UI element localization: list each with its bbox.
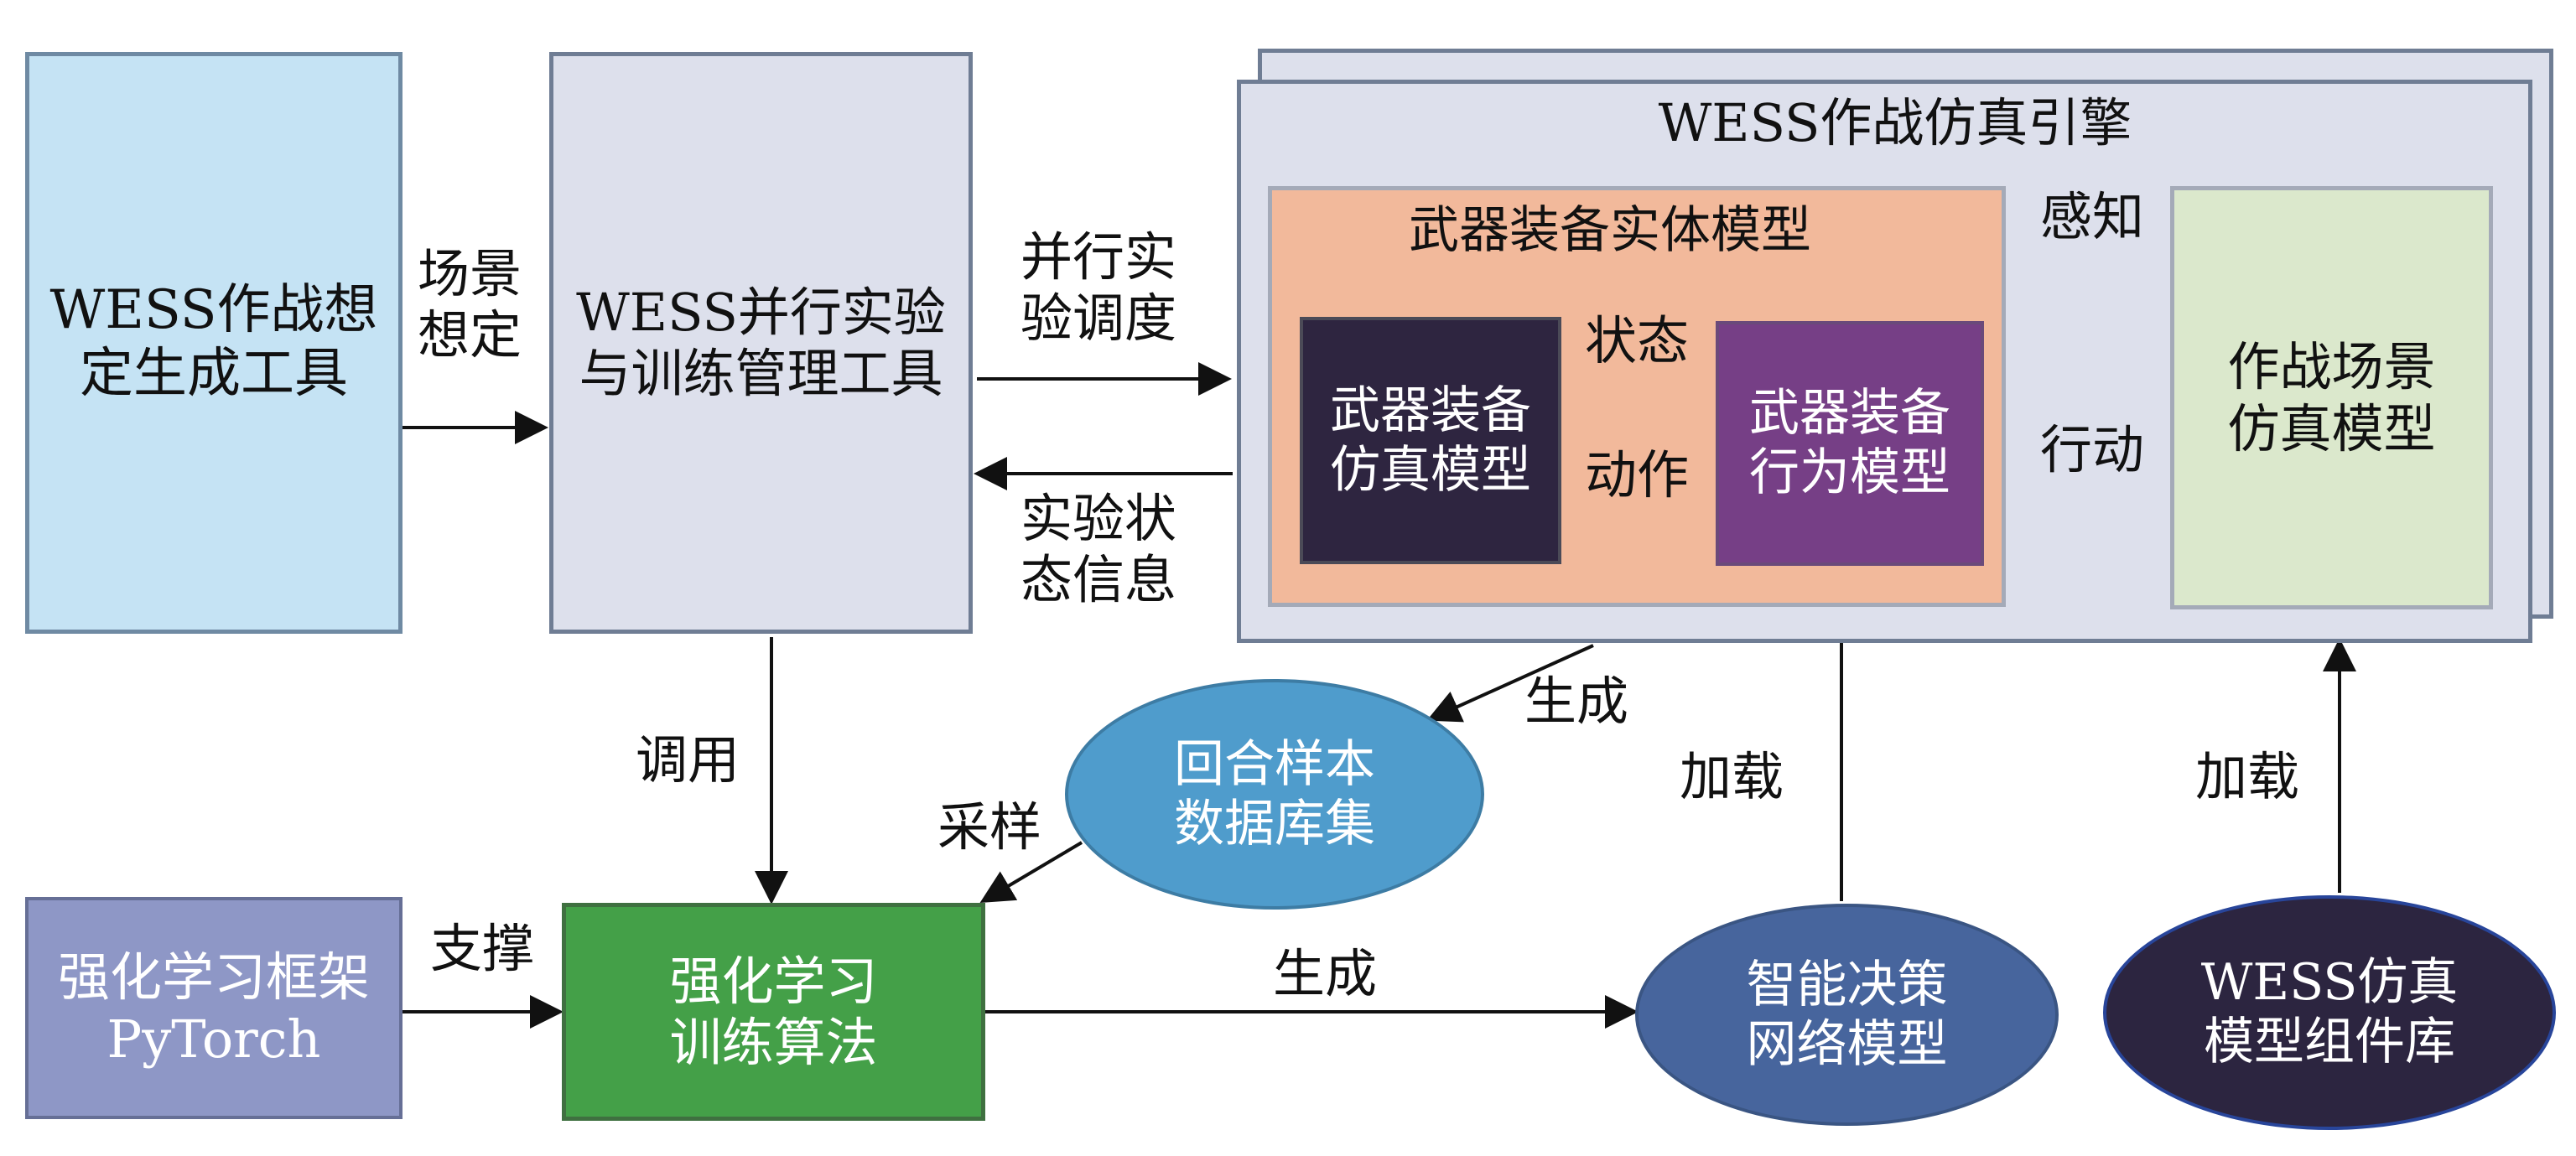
component-lib-ellipse: WESS仿真 模型组件库	[2103, 895, 2556, 1130]
entity-model-title: 武器装备实体模型	[1409, 201, 1811, 260]
sample-db-label: 回合样本 数据库集	[1174, 734, 1375, 853]
scene-model-label: 作战场景 仿真模型	[2227, 336, 2436, 459]
parallel-tool-label: WESS并行实验 与训练管理工具	[576, 281, 946, 404]
arrow-generate-samples	[1426, 644, 1594, 723]
rl-framework-label: 强化学习框架 PyTorch	[57, 946, 370, 1070]
component-lib-label: WESS仿真 模型组件库	[2200, 953, 2459, 1071]
sim-model-label: 武器装备 仿真模型	[1330, 381, 1531, 500]
edge-label-load-components: 加载	[2194, 746, 2299, 807]
decision-net-ellipse: 智能决策 网络模型	[1635, 904, 2059, 1126]
edge-label-perceive: 感知	[2039, 186, 2144, 247]
rl-algorithm-box: 强化学习 训练算法	[562, 903, 985, 1121]
scene-model-box: 作战场景 仿真模型	[2170, 186, 2493, 609]
edge-label-act: 行动	[2039, 419, 2144, 480]
engine-title: WESS作战仿真引擎	[1658, 92, 2132, 153]
sample-db-ellipse: 回合样本 数据库集	[1065, 679, 1484, 910]
rl-algorithm-label: 强化学习 训练算法	[669, 950, 878, 1073]
behavior-model-label: 武器装备 行为模型	[1749, 384, 1950, 502]
edge-label-sampling: 采样	[937, 796, 1041, 858]
edge-label-support: 支撑	[429, 918, 534, 979]
edge-label-load-behavior: 加载	[1679, 746, 1784, 807]
edge-label-generate-net: 生成	[1272, 943, 1377, 1004]
parallel-tool-box: WESS并行实验 与训练管理工具	[549, 52, 973, 634]
scenario-tool-label: WESS作战想 定生成工具	[49, 279, 378, 405]
behavior-model-box: 武器装备 行为模型	[1716, 321, 1984, 566]
arrow-sampling	[979, 841, 1083, 904]
edge-label-scenario: 场景 想定	[417, 243, 522, 366]
edge-label-action: 动作	[1584, 444, 1689, 505]
rl-framework-box: 强化学习框架 PyTorch	[25, 897, 402, 1119]
scenario-tool-box: WESS作战想 定生成工具	[25, 52, 402, 634]
edge-label-exp-state: 实验状 态信息	[1020, 488, 1176, 611]
decision-net-label: 智能决策 网络模型	[1746, 955, 1948, 1074]
edge-label-invoke: 调用	[635, 729, 740, 791]
sim-model-box: 武器装备 仿真模型	[1300, 317, 1561, 564]
edge-label-dispatch: 并行实 验调度	[1020, 226, 1176, 350]
edge-label-generate-samples: 生成	[1524, 671, 1628, 732]
edge-label-state: 状态	[1584, 310, 1689, 371]
